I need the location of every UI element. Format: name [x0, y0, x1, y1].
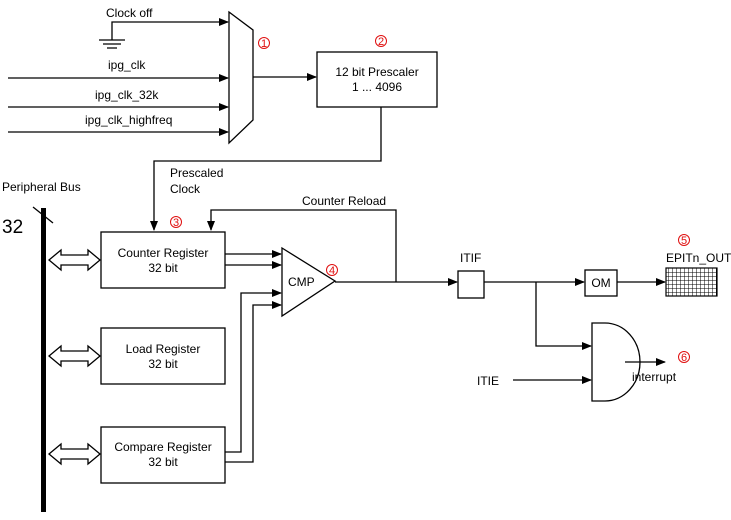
ipg-clk-label: ipg_clk	[108, 58, 146, 72]
peripheral-bus	[41, 208, 46, 512]
ipg-clk-input: ipg_clk	[8, 58, 229, 82]
ipg-clk-highfreq-input: ipg_clk_highfreq	[8, 113, 229, 136]
counter-register-width: 32 bit	[148, 261, 178, 275]
ground-icon	[99, 39, 125, 49]
om-label: OM	[591, 276, 610, 290]
counter-reload-wire	[207, 209, 397, 282]
marker-2: 2	[375, 35, 387, 48]
marker-5: 5	[678, 234, 690, 247]
load-register-title: Load Register	[126, 342, 201, 356]
prescaler-title: 12 bit Prescaler	[335, 65, 418, 79]
prescaled-label-2: Clock	[170, 182, 201, 196]
epit-out-label: EPITn_OUT	[666, 251, 731, 265]
compare-bus-arrow	[47, 442, 102, 466]
bus-width-slash	[32, 206, 54, 224]
prescaler-range: 1 ... 4096	[352, 80, 402, 94]
compare-register: Compare Register 32 bit	[100, 426, 226, 484]
cmp-comparator: CMP	[281, 246, 337, 318]
counter-reload-label: Counter Reload	[302, 194, 386, 208]
prescaler-block: 12 bit Prescaler 1 ... 4096	[316, 51, 438, 108]
cmp-label: CMP	[288, 275, 315, 289]
and-gate	[591, 322, 641, 402]
load-register: Load Register 32 bit	[100, 327, 226, 385]
svg-text:5: 5	[681, 235, 687, 247]
itif-label: ITIF	[460, 251, 481, 265]
itif-to-and-wire	[535, 282, 592, 350]
prescaled-label-1: Prescaled	[170, 166, 223, 180]
svg-text:2: 2	[378, 36, 384, 48]
clock-off-input: Clock off	[99, 6, 229, 49]
marker-4: 4	[326, 264, 338, 277]
svg-text:6: 6	[681, 352, 687, 364]
bus-width-label: 32	[2, 217, 23, 238]
interrupt-label: interrupt	[632, 370, 677, 384]
ipg-clk-highfreq-label: ipg_clk_highfreq	[85, 113, 172, 127]
svg-text:1: 1	[261, 38, 267, 50]
om-block: OM	[584, 269, 618, 297]
marker-1: 1	[258, 37, 270, 50]
clock-off-label: Clock off	[106, 6, 153, 20]
counter-register: Counter Register 32 bit	[100, 231, 226, 289]
clock-mux	[228, 10, 254, 145]
svg-text:3: 3	[173, 217, 179, 229]
load-bus-arrow	[47, 344, 102, 368]
counter-bus-arrow	[47, 248, 102, 272]
peripheral-bus-label: Peripheral Bus	[2, 180, 81, 194]
ipg-clk-32k-label: ipg_clk_32k	[95, 88, 159, 102]
marker-6: 6	[678, 351, 690, 364]
counter-register-title: Counter Register	[118, 246, 209, 260]
compare-register-width: 32 bit	[148, 455, 178, 469]
marker-3: 3	[170, 216, 182, 229]
svg-text:4: 4	[329, 265, 335, 277]
ipg-clk-32k-input: ipg_clk_32k	[8, 88, 229, 111]
epit-output-pin	[665, 267, 718, 297]
itif-flag	[457, 270, 485, 299]
itie-label: ITIE	[477, 374, 499, 388]
load-register-width: 32 bit	[148, 357, 178, 371]
compare-register-title: Compare Register	[114, 440, 211, 454]
prescaled-clock-wire	[150, 107, 382, 231]
